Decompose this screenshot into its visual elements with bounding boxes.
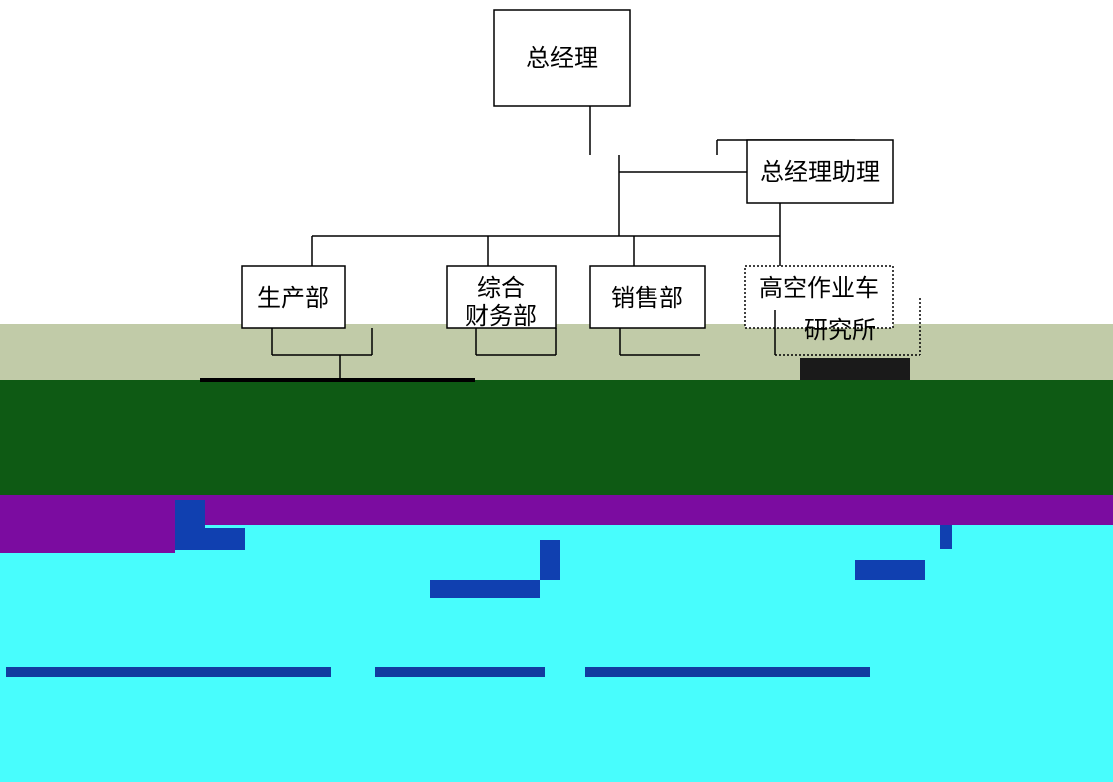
node-finance-label-1: 综合 <box>477 274 525 302</box>
node-finance-label-2: 财务部 <box>465 302 537 330</box>
node-root-label: 总经理 <box>526 44 598 72</box>
node-sales: 销售部 <box>589 265 706 329</box>
node-assistant: 总经理助理 <box>746 139 894 204</box>
node-sales-label: 销售部 <box>611 284 683 312</box>
node-production-label: 生产部 <box>257 284 329 312</box>
node-research-label-2: 研究所 <box>804 316 876 344</box>
artifact-band-green <box>0 380 1113 495</box>
node-finance: 综合 财务部 <box>446 265 557 330</box>
node-research-label-1: 高空作业车 <box>759 274 879 302</box>
artifact-band-purple-left <box>0 525 175 553</box>
node-production: 生产部 <box>241 265 346 329</box>
node-research: 高空作业车 研究所 <box>744 265 894 344</box>
node-assistant-label: 总经理助理 <box>760 158 880 186</box>
node-root: 总经理 <box>493 9 631 107</box>
